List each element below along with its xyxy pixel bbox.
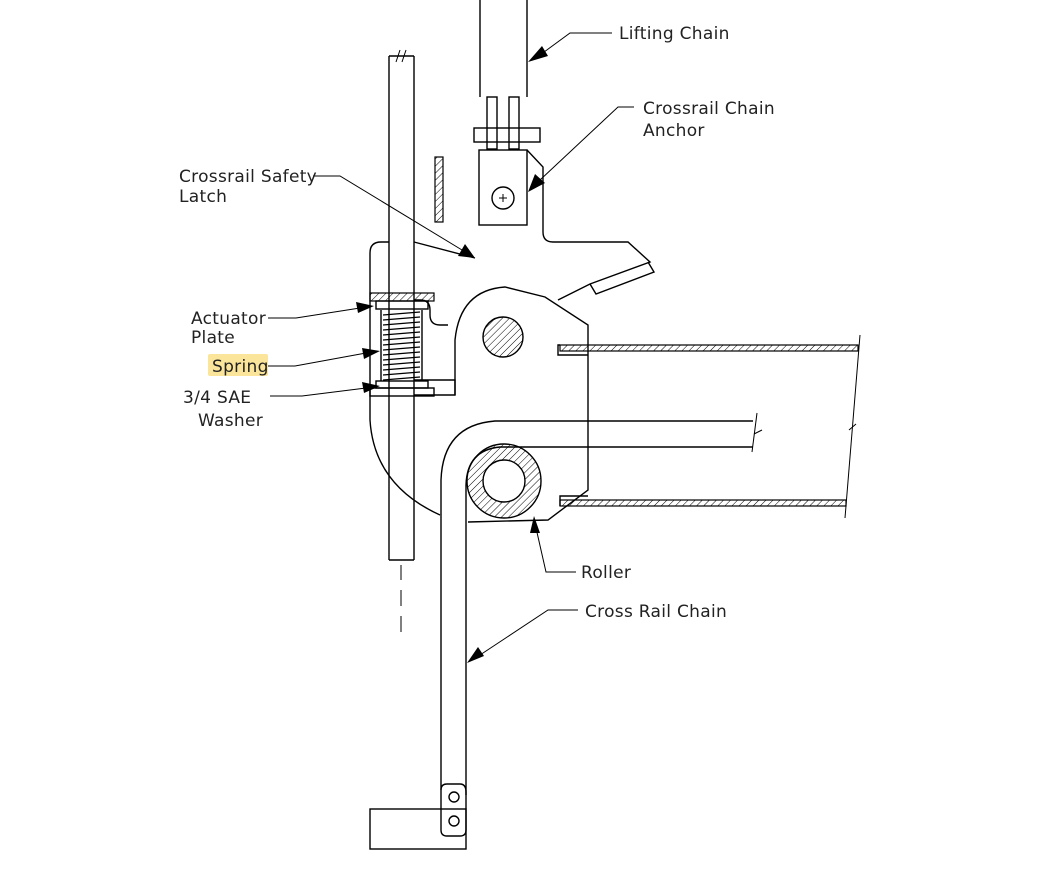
- label-crossrail-chain-anchor-line1: Crossrail Chain: [643, 99, 775, 119]
- spring-label-highlight: [208, 354, 268, 376]
- spring-coil: [382, 366, 421, 371]
- actuator-rod: [388, 49, 415, 632]
- spring-coil: [382, 376, 421, 381]
- label-spring: Spring: [212, 357, 269, 377]
- spring-assembly: [369, 292, 435, 397]
- spring-coil: [382, 351, 421, 356]
- label-washer-line2: Washer: [198, 411, 263, 431]
- label-roller: Roller: [581, 563, 631, 583]
- lifting-chain-link: [473, 0, 541, 226]
- bottom-block: [369, 808, 467, 850]
- spring-coil: [382, 346, 421, 351]
- label-crossrail-safety-latch-line2: Latch: [179, 187, 227, 207]
- cross-rail-tube: [557, 334, 861, 519]
- spring-coil: [382, 341, 421, 346]
- spring-coil: [382, 326, 421, 331]
- cross-rail-chain-strand: [440, 412, 763, 837]
- label-actuator-plate-line2: Plate: [191, 328, 235, 348]
- spring-coil: [382, 371, 421, 376]
- label-crossrail-safety-latch-line1: Crossrail Safety: [179, 167, 317, 187]
- label-actuator-plate-line1: Actuator: [191, 309, 266, 329]
- label-lifting-chain: Lifting Chain: [619, 24, 730, 44]
- label-washer-line1: 3/4 SAE: [183, 388, 251, 408]
- spring-coil: [382, 336, 421, 341]
- spring-coil: [382, 331, 421, 336]
- spring-coil: [382, 321, 421, 326]
- spring-coil: [382, 361, 421, 366]
- spring-coil: [382, 311, 421, 316]
- spring-coil: [382, 316, 421, 321]
- diagram-labels: Lifting Chain Crossrail Chain Anchor Cro…: [179, 24, 775, 622]
- latch-body: [369, 149, 656, 523]
- label-cross-rail-chain: Cross Rail Chain: [585, 602, 727, 622]
- label-crossrail-chain-anchor-line2: Anchor: [643, 121, 705, 141]
- spring-coil: [382, 356, 421, 361]
- leader-lines: [265, 32, 634, 663]
